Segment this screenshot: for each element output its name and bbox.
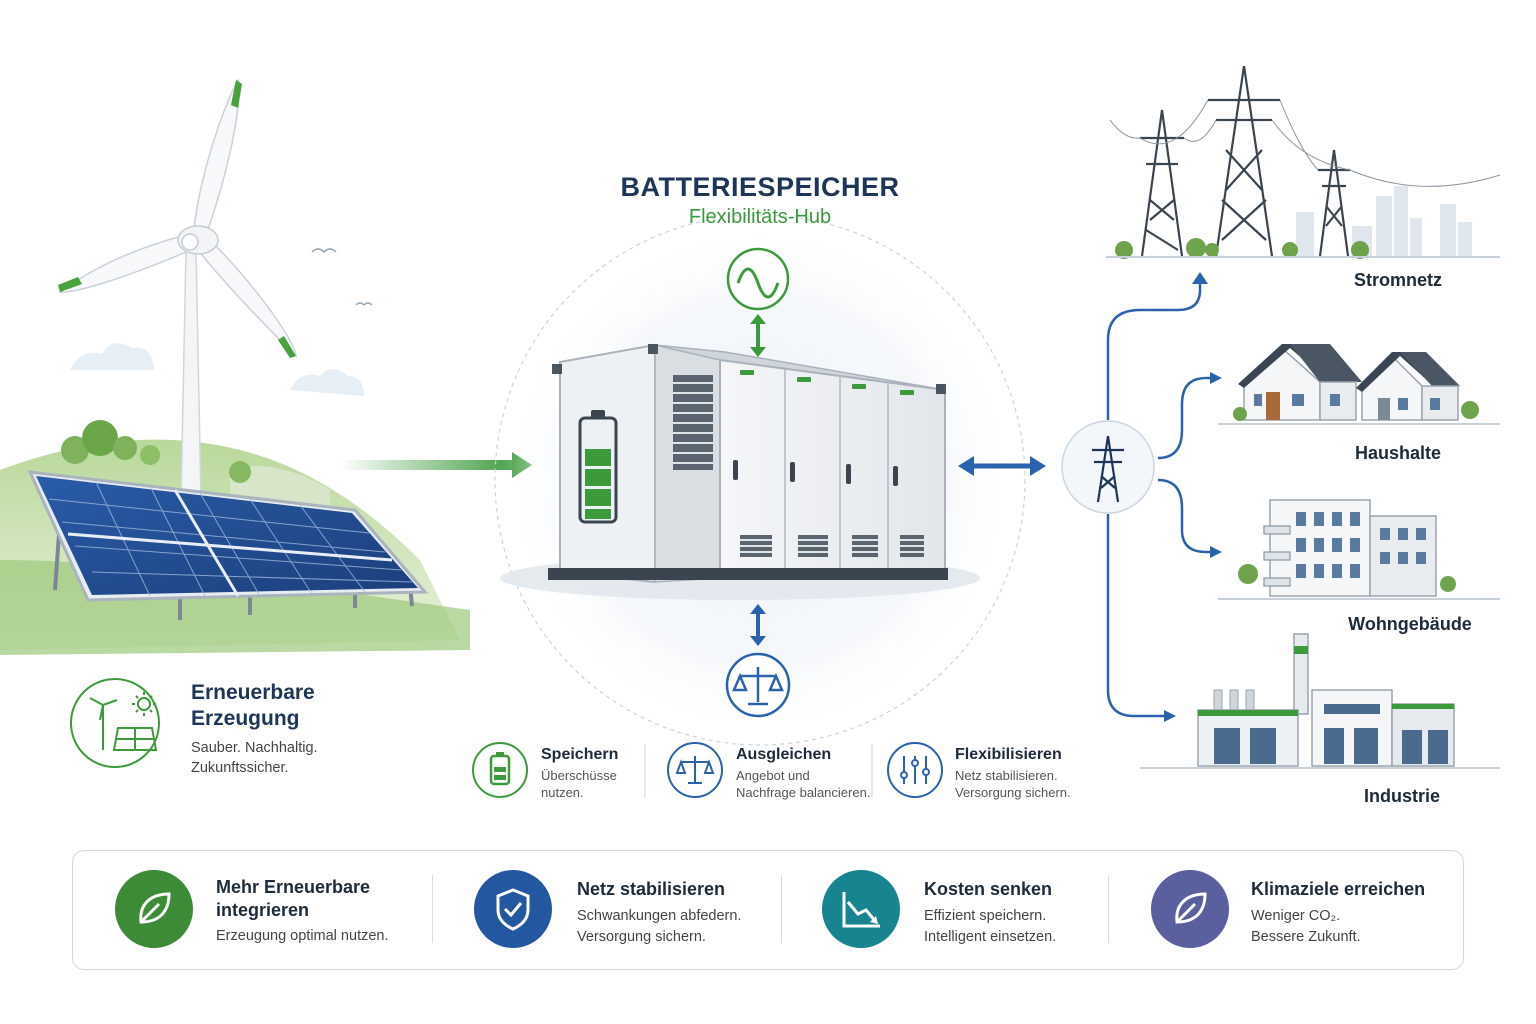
residential-buildings (1218, 499, 1500, 600)
consumer-label-industrie: Industrie (1363, 786, 1440, 806)
hub-title: BATTERIESPEICHER (620, 172, 900, 202)
benefit-separator (432, 875, 433, 943)
sliders-icon (887, 742, 943, 798)
function-title: Flexibilisieren (955, 746, 1062, 763)
consumer-label-stromnetz: Stromnetz (1353, 270, 1442, 290)
function-title: Speichern (541, 746, 619, 763)
benefit-desc-line1: Effizient speichern. (924, 908, 1047, 924)
source-description: Sauber. Nachhaltig. Zukunftssicher. (191, 738, 391, 778)
benefit-title-line1: Klimaziele erreichen (1251, 879, 1426, 899)
benefit-cost: Kosten senken Effizient speichern. Intel… (924, 878, 1124, 948)
store-icon (472, 742, 528, 798)
benefit-separator (1108, 875, 1109, 943)
benefit-desc-line2: Bessere Zukunft. (1251, 929, 1361, 945)
benefit-desc-line1: Weniger CO₂. (1251, 908, 1341, 924)
benefit-title-line1: Kosten senken (924, 879, 1053, 899)
wind-turbine (58, 78, 297, 501)
benefit-renewables: Mehr Erneuerbare integrieren Erzeugung o… (216, 876, 416, 947)
power-grid (1106, 65, 1501, 259)
function-desc-line1: Angebot und (736, 768, 810, 783)
benefits-panel (72, 850, 1464, 970)
solar-array (27, 470, 429, 620)
climate-leaf-icon (1151, 870, 1229, 948)
function-desc-line2: Versorgung sichern. (955, 785, 1071, 800)
benefit-desc-line2: Versorgung sichern. (577, 929, 706, 945)
benefit-desc-line1: Schwankungen abfedern. (577, 908, 742, 924)
function-desc-line2: Nachfrage balancieren. (736, 785, 871, 800)
source-title-line1: Erneuerbare (191, 681, 315, 704)
benefit-grid-stability: Netz stabilisieren Schwankungen abfedern… (577, 878, 777, 948)
consumer-label-wohngebaeude: Wohngebäude (1348, 614, 1472, 634)
shield-check-icon (474, 870, 552, 948)
hub-subtitle: Flexibilitäts-Hub (688, 206, 832, 228)
balance-scale-icon (725, 604, 791, 718)
source-desc-line1: Sauber. Nachhaltig. (191, 740, 318, 756)
frequency-wave-icon (726, 247, 790, 357)
industrial-plant (1140, 633, 1500, 769)
function-title: Ausgleichen (736, 746, 832, 763)
benefit-desc-line1: Erzeugung optimal nutzen. (216, 928, 389, 944)
battery-level-icon (578, 410, 618, 524)
balance-icon (667, 742, 723, 798)
source-title-line2: Erzeugung (191, 707, 300, 730)
grid-exchange-arrow (958, 456, 1046, 476)
function-desc-line1: Überschüsse (541, 768, 617, 783)
function-ausgleichen: Ausgleichen Angebot und Nachfrage balanc… (736, 746, 886, 801)
consumer-label-haushalte: Haushalte (1354, 443, 1442, 463)
benefit-separator (781, 875, 782, 943)
renewable-icon (70, 678, 160, 768)
benefit-climate: Klimaziele erreichen Weniger CO₂. Besser… (1251, 878, 1451, 948)
distribution-node (1061, 272, 1222, 722)
function-speichern: Speichern Überschüsse nutzen. (541, 746, 691, 801)
function-desc-line2: nutzen. (541, 785, 584, 800)
benefit-title-line2: integrieren (216, 900, 310, 920)
trend-down-icon (822, 870, 900, 948)
source-title: Erneuerbare Erzeugung (191, 680, 391, 732)
function-flexibilisieren: Flexibilisieren Netz stabilisieren. Vers… (955, 746, 1105, 801)
benefit-title-line1: Netz stabilisieren (577, 879, 726, 899)
households (1218, 344, 1500, 425)
benefit-desc-line2: Intelligent einsetzen. (924, 929, 1057, 945)
source-desc-line2: Zukunftssicher. (191, 760, 289, 776)
leaf-icon (115, 870, 193, 948)
battery-hub (494, 214, 1026, 746)
benefit-title-line1: Mehr Erneuerbare (216, 877, 371, 897)
function-desc-line1: Netz stabilisieren. (955, 768, 1058, 783)
